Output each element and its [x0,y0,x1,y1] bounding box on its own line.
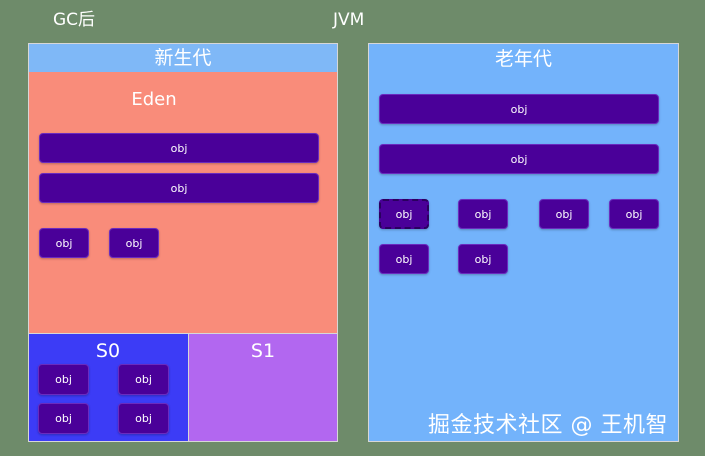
jvm-caption: JVM [333,10,365,30]
old-object: obj [539,199,589,229]
old-object: obj [458,199,508,229]
watermark: 掘金技术社区 @ 王机智 [428,413,668,438]
s0-object: obj [118,403,169,434]
s0-title: S0 [95,340,121,362]
old-generation-space: 老年代 obj obj obj obj obj obj obj obj [368,43,679,442]
s1-title: S1 [250,340,276,362]
old-object: obj [609,199,659,229]
old-object: obj [379,94,659,124]
eden-space: Eden obj obj obj obj [28,72,338,334]
eden-object: obj [39,173,319,203]
eden-object: obj [39,133,319,163]
old-object-promoted: obj [379,199,429,229]
old-object: obj [379,244,429,274]
old-object: obj [458,244,508,274]
young-generation-title: 新生代 [154,47,212,69]
eden-title: Eden [131,89,177,110]
eden-object: obj [109,228,159,258]
gc-after-caption: GC后 [53,10,96,30]
survivor-s0-space: S0 obj obj obj obj [28,333,189,442]
survivor-s1-space: S1 [188,333,338,442]
s0-object: obj [118,364,169,395]
s0-object: obj [38,403,89,434]
old-generation-title: 老年代 [494,48,552,70]
old-object: obj [379,144,659,174]
s0-object: obj [38,364,89,395]
young-generation-header: 新生代 [28,43,338,73]
eden-object: obj [39,228,89,258]
